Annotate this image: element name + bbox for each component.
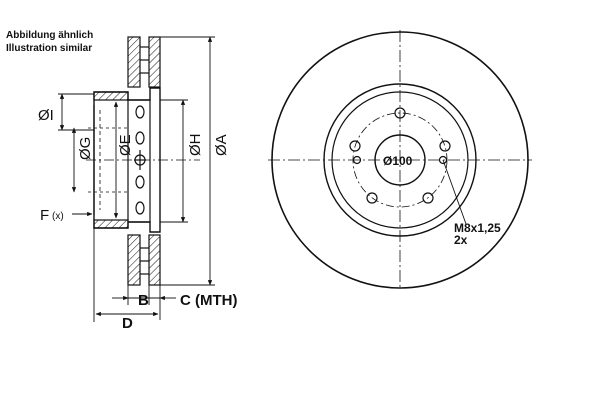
bolt-hole-1 [394,107,406,119]
flange-hole-1 [135,105,145,119]
hub-wall-top [93,91,129,101]
label-g: ØG [77,137,94,160]
thread-hole-right [438,155,448,165]
side-dimensions [58,36,215,322]
bolt-hole-4 [366,192,378,204]
bolt-circle-label: Ø100 [383,154,413,168]
thread-count-label: 2x [454,233,468,247]
label-e: ØE [117,134,134,156]
label-f: F [40,207,49,224]
flange-hole-3 [135,175,145,189]
label-b: B [138,292,149,309]
front-view [268,30,532,290]
side-labels: ØI ØG ØE ØH ØA F (x) B C (MTH) D [38,107,237,332]
label-h: ØH [187,134,204,157]
hub-wall-bottom [93,219,129,229]
hub-flange [127,99,151,223]
label-f-sub: (x) [52,211,64,222]
bolt-hole-5 [349,140,361,152]
lower-plate-right [148,234,161,286]
thread-hole-left [352,155,362,165]
lower-plate-left [127,234,141,286]
label-a: ØA [213,134,230,156]
flange-hole-2 [135,131,145,145]
bolt-hole-2 [439,140,451,152]
side-view [86,36,200,286]
front-labels: Ø100 M8x1,25 2x [383,154,501,247]
upper-plate-right [148,36,161,88]
caption-line-1: Abbildung ähnlich [6,30,94,41]
label-d: D [122,315,133,332]
flange-hole-4 [135,201,145,215]
caption-line-2: Illustration similar [6,43,93,54]
label-i: ØI [38,107,54,124]
label-c: C (MTH) [180,292,237,309]
thread-leader [442,159,467,225]
upper-plate-left [127,36,141,88]
bolt-hole-3 [422,192,434,204]
thread-label: M8x1,25 [454,221,501,235]
